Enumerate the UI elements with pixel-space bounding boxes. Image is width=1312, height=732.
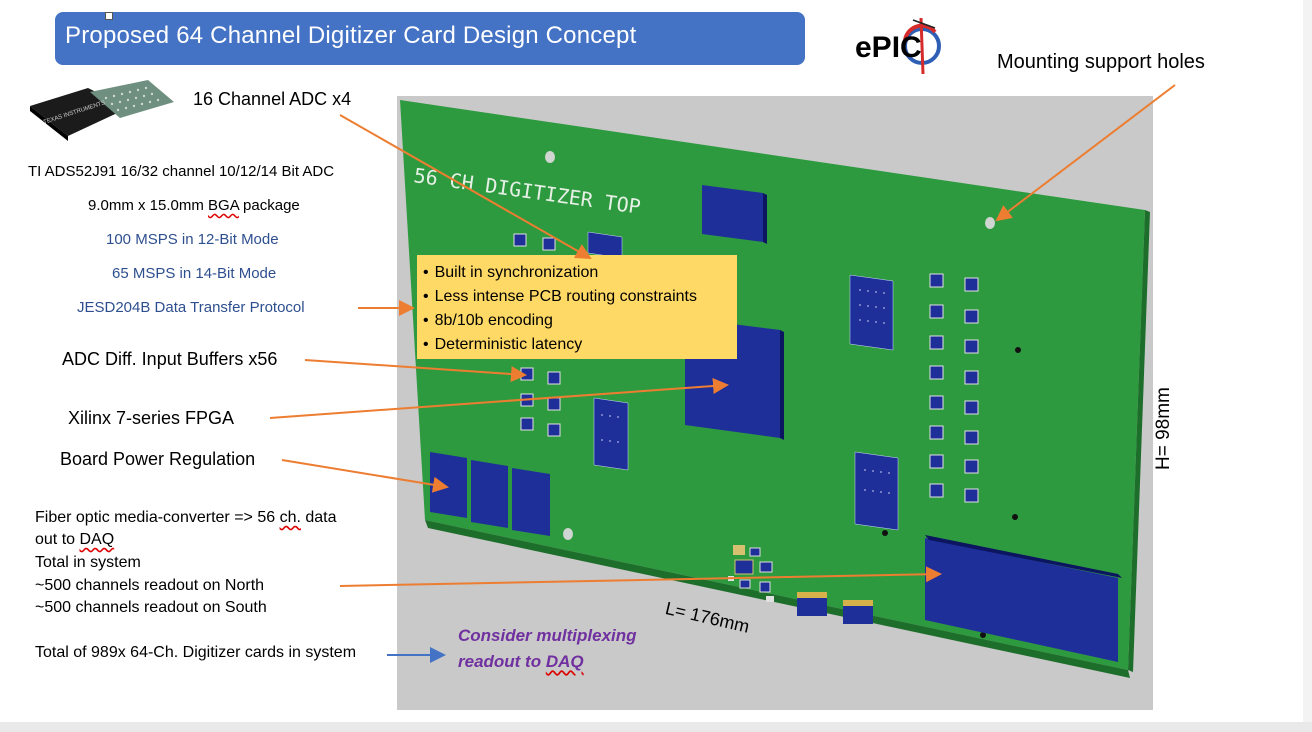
fiber-line-1: Fiber optic media-converter => 56 ch. da…: [35, 509, 337, 526]
window-edge-right: [1303, 0, 1312, 732]
total-system-label: Total in system: [35, 554, 141, 571]
jesd-features-callout: Built in synchronization Less intense PC…: [417, 255, 737, 359]
consider-line-1: Consider multiplexing: [458, 626, 637, 645]
mounting-holes-label: Mounting support holes: [997, 51, 1205, 73]
callout-item: Less intense PCB routing constraints: [423, 285, 697, 309]
ti-adc-label: TI ADS52J91 16/32 channel 10/12/14 Bit A…: [28, 163, 335, 180]
buffers-arrow: [304, 359, 527, 383]
msps-14bit-label: 65 MSPS in 14-Bit Mode: [112, 265, 277, 282]
power-arrow: [281, 459, 449, 493]
title-bar: Proposed 64 Channel Digitizer Card Desig…: [55, 12, 805, 65]
height-dimension: H= 98mm: [1153, 387, 1174, 470]
mounting-arrow: [995, 84, 1176, 222]
small-components: [728, 545, 873, 624]
consider-line-2: readout to DAQ: [458, 652, 584, 671]
power-regulators: [430, 452, 550, 536]
fpga-label: Xilinx 7-series FPGA: [68, 408, 235, 428]
adc-bga-chips: [587, 231, 899, 531]
ti-chip-photo: TEXAS INSTRUMENTS: [28, 78, 176, 142]
mounting-holes: [545, 151, 995, 540]
window-edge-bottom: [0, 722, 1312, 732]
top-chip: [702, 185, 763, 242]
input-buffers: [513, 233, 979, 503]
adc-arrow: [339, 114, 592, 259]
text-cursor-handle[interactable]: [105, 12, 113, 20]
callout-item: Built in synchronization: [423, 261, 697, 285]
epic-logo: ePIC: [855, 17, 941, 75]
south-label: ~500 channels readout on South: [35, 599, 267, 616]
callout-list: Built in synchronization Less intense PC…: [423, 261, 697, 357]
fiber-arrow: [339, 566, 942, 587]
callout-item: 8b/10b encoding: [423, 309, 697, 333]
fiber-converter-module: [925, 538, 1118, 662]
package-label: 9.0mm x 15.0mm BGA package: [88, 197, 300, 214]
north-label: ~500 channels readout on North: [35, 577, 265, 594]
slide-title: Proposed 64 Channel Digitizer Card Desig…: [65, 22, 637, 49]
fpga-arrow: [269, 378, 729, 419]
logo-text: ePIC: [855, 31, 922, 64]
power-label: Board Power Regulation: [60, 449, 256, 469]
fiber-line-2: out to DAQ: [35, 531, 115, 548]
total-cards-label: Total of 989x 64-Ch. Digitizer cards in …: [35, 644, 357, 661]
jesd-label: JESD204B Data Transfer Protocol: [77, 299, 305, 316]
adc-label: 16 Channel ADC x4: [193, 89, 352, 109]
msps-12bit-label: 100 MSPS in 12-Bit Mode: [106, 231, 279, 248]
callout-item: Deterministic latency: [423, 333, 697, 357]
buffers-label: ADC Diff. Input Buffers x56: [62, 349, 278, 369]
